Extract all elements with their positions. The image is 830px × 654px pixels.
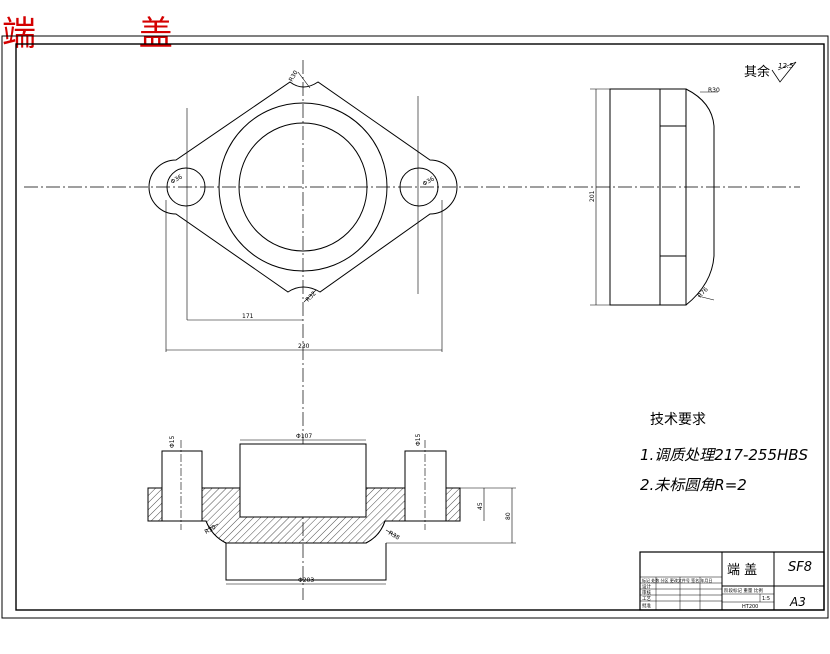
dim-side-height: 201 xyxy=(589,190,596,202)
inner-frame xyxy=(15,43,825,611)
outer-boss xyxy=(218,102,388,272)
dim-flange-thk: 45 xyxy=(477,502,484,510)
dim-half-span: 171 xyxy=(242,313,254,320)
side-view-dims: R30 201 R76 xyxy=(589,87,720,299)
title-block-text: 端 盖 SF8 A3 阶段标记 重量 比例 1:5 HT200 标记 处数 分区… xyxy=(642,560,812,610)
tech-heading: 技术要求 xyxy=(650,412,706,428)
outer-frame xyxy=(1,35,829,619)
tb-code: SF8 xyxy=(788,560,812,575)
dim-lower-r: R32 xyxy=(304,290,317,303)
dim-right-hole: Φ36 xyxy=(422,175,436,187)
side-view xyxy=(590,88,718,306)
dim-bottom-dia: Φ203 xyxy=(298,577,314,584)
tb-row-2: 审核 xyxy=(642,589,651,596)
mid-boss xyxy=(238,122,368,252)
tb-scale: 1:5 xyxy=(762,596,770,602)
tech-item-2: 2.未标圆角R=2 xyxy=(640,476,747,494)
tb-part-name: 端 盖 xyxy=(727,563,757,578)
dim-left-bore: Φ15 xyxy=(169,435,176,448)
dim-full-span: 230 xyxy=(298,343,310,350)
tb-row-3: 工艺 xyxy=(642,596,651,602)
top-view xyxy=(24,60,800,600)
right-bolt-hole xyxy=(399,167,439,207)
tb-row-0: 标记 处数 分区 更改文件号 签名 年月日 xyxy=(642,577,712,583)
tech-requirements: 技术要求 1.调质处理217-255HBS 2.未标圆角R=2 xyxy=(640,412,809,494)
left-bolt-hole xyxy=(166,167,206,207)
dim-top-bore: Φ107 xyxy=(296,433,312,440)
side-boss-profile xyxy=(685,88,715,306)
drawing-title: 端 盖 xyxy=(2,14,219,54)
dim-top-r1: R30 xyxy=(288,69,300,83)
title-block xyxy=(639,551,825,611)
surface-note-roughness: 12.5 xyxy=(778,62,794,70)
tb-row-1: 设计 xyxy=(642,583,651,590)
tb-size: A3 xyxy=(789,595,806,609)
flange-outline xyxy=(148,81,458,293)
side-body xyxy=(609,88,687,306)
surface-note-label: 其余 xyxy=(744,64,770,80)
dim-right-bore: Φ15 xyxy=(415,433,422,446)
surface-note: 其余 12.5 xyxy=(744,61,797,83)
tb-columns: 阶段标记 重量 比例 xyxy=(724,587,763,594)
dim-total-h: 80 xyxy=(505,512,512,520)
dim-side-r-bot: R76 xyxy=(696,286,709,299)
section-view xyxy=(147,439,516,585)
tech-item-1: 1.调质处理217-255HBS xyxy=(640,446,809,464)
dim-side-r-top: R30 xyxy=(708,87,720,94)
dim-fillet-right: R38 xyxy=(387,530,401,542)
tb-material: HT200 xyxy=(742,604,758,610)
tb-row-4: 批准 xyxy=(642,602,651,609)
